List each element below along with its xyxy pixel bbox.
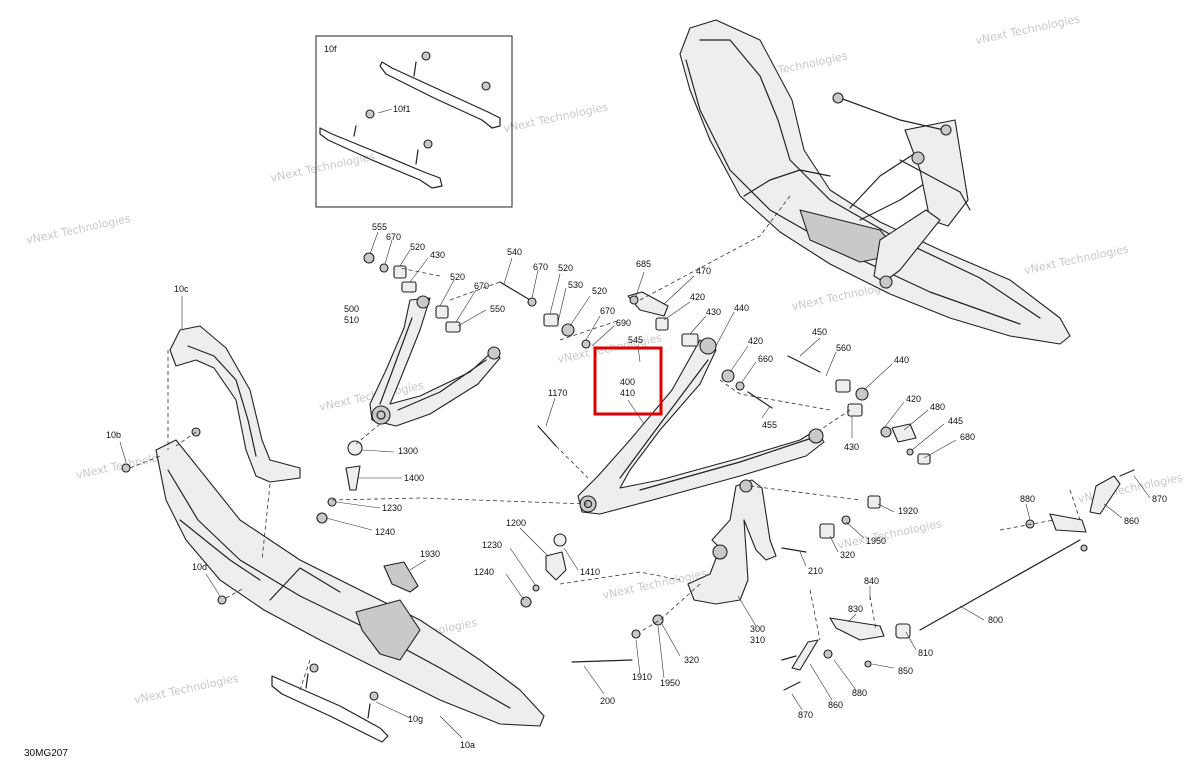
callout-430: 430: [430, 250, 445, 260]
callout-420: 420: [748, 336, 763, 346]
callout-860: 860: [1124, 516, 1139, 526]
callout-510: 510: [344, 315, 359, 325]
callout-320: 320: [840, 550, 855, 560]
callout-1950: 1950: [660, 678, 680, 688]
callout-480: 480: [930, 402, 945, 412]
callout-545: 545: [628, 335, 643, 345]
callout-530: 530: [568, 280, 583, 290]
callout-1400: 1400: [404, 473, 424, 483]
callout-1240: 1240: [375, 527, 395, 537]
callout-430: 430: [706, 307, 721, 317]
callout-455: 455: [762, 420, 777, 430]
figure-id: 30MG207: [24, 748, 68, 759]
watermark: vNext Technologies: [25, 212, 132, 247]
watermark: vNext Technologies: [133, 672, 240, 707]
callout-1950: 1950: [866, 536, 886, 546]
callout-400: 400: [620, 377, 635, 387]
callout-1200: 1200: [506, 518, 526, 528]
callout-860: 860: [828, 700, 843, 710]
steering-arm: [169, 325, 301, 483]
runner-10g: [271, 663, 389, 743]
callout-440: 440: [894, 355, 909, 365]
callout-670: 670: [600, 306, 615, 316]
callout-1240: 1240: [474, 567, 494, 577]
callout-870: 870: [1152, 494, 1167, 504]
callout-850: 850: [898, 666, 913, 676]
ski-right-assembly: [679, 19, 1071, 345]
callout-470: 470: [696, 266, 711, 276]
callout-10a: 10a: [460, 740, 475, 750]
callout-1410: 1410: [580, 567, 600, 577]
callout-880: 880: [1020, 494, 1035, 504]
callout-800: 800: [988, 615, 1003, 625]
watermark: vNext Technologies: [974, 12, 1081, 47]
callout-410: 410: [620, 388, 635, 398]
callout-10b: 10b: [106, 430, 121, 440]
callout-445: 445: [948, 416, 963, 426]
callout-310: 310: [750, 635, 765, 645]
callout-830: 830: [848, 604, 863, 614]
upper-a-arm: [369, 295, 501, 427]
callout-300: 300: [750, 624, 765, 634]
callout-520: 520: [410, 242, 425, 252]
callout-500: 500: [344, 304, 359, 314]
callout-520: 520: [450, 272, 465, 282]
callout-870: 870: [798, 710, 813, 720]
hardware: [121, 252, 1135, 691]
callout-labels: 10f 10f1 10c 10b 10d 10g 10a 555 670 520…: [106, 44, 1167, 750]
callout-420: 420: [906, 394, 921, 404]
watermark: vNext Technologies: [502, 100, 609, 135]
spindle: [687, 479, 777, 605]
callout-660: 660: [758, 354, 773, 364]
callout-200: 200: [600, 696, 615, 706]
callout-880: 880: [852, 688, 867, 698]
callout-550: 550: [490, 304, 505, 314]
highlight-box: [593, 346, 663, 416]
callout-10f: 10f: [324, 44, 337, 54]
callout-560: 560: [836, 343, 851, 353]
inset-runner-detail: [315, 35, 513, 208]
callout-10f1: 10f1: [393, 104, 411, 114]
callout-1300: 1300: [398, 446, 418, 456]
callout-680: 680: [960, 432, 975, 442]
callout-670: 670: [474, 281, 489, 291]
callout-520: 520: [558, 263, 573, 273]
callout-555: 555: [372, 222, 387, 232]
watermark: vNext Technologies: [836, 517, 943, 552]
callout-420: 420: [690, 292, 705, 302]
ski-left-assembly: [155, 439, 545, 727]
callout-520: 520: [592, 286, 607, 296]
callout-430: 430: [844, 442, 859, 452]
leader-lines: [119, 231, 1151, 739]
callout-1170: 1170: [548, 388, 567, 398]
lower-a-arm: [577, 337, 825, 515]
callout-1910: 1910: [632, 672, 652, 682]
callout-540: 540: [507, 247, 522, 257]
callout-810: 810: [918, 648, 933, 658]
callout-1930: 1930: [420, 549, 440, 559]
callout-1230: 1230: [482, 540, 502, 550]
callout-10c: 10c: [174, 284, 189, 294]
assembly-lines: [129, 195, 1081, 691]
callout-840: 840: [864, 576, 879, 586]
callout-1920: 1920: [898, 506, 918, 516]
callout-210: 210: [808, 566, 823, 576]
callout-670: 670: [386, 232, 401, 242]
watermark: vNext Technologies: [1023, 242, 1130, 277]
callout-10d: 10d: [192, 562, 207, 572]
callout-320: 320: [684, 655, 699, 665]
callout-440: 440: [734, 303, 749, 313]
callout-450: 450: [812, 327, 827, 337]
callout-1230: 1230: [382, 503, 402, 513]
callout-685: 685: [636, 259, 651, 269]
callout-670: 670: [533, 262, 548, 272]
callout-690: 690: [616, 318, 631, 328]
callout-10g: 10g: [408, 714, 423, 724]
